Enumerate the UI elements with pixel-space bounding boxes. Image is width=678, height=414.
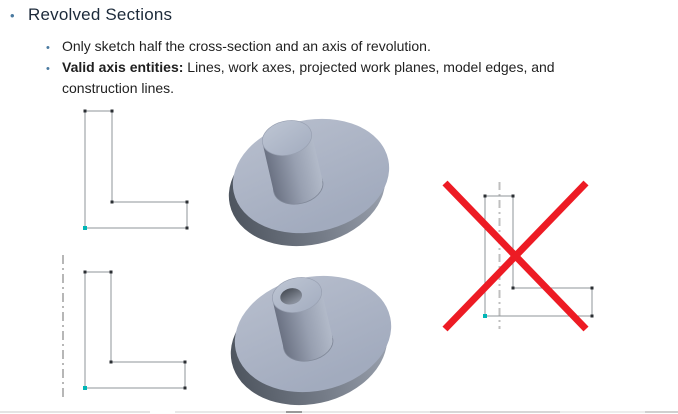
vertex-dot: [183, 386, 187, 390]
title-bullet-icon: •: [10, 8, 15, 23]
bullet-icon: •: [46, 63, 50, 75]
vertex-dots: [483, 194, 594, 318]
boss-hole: [280, 288, 303, 305]
start-point-dot: [83, 226, 87, 230]
bullet-text-bold: Valid axis entities:: [62, 59, 184, 75]
vertex-dot: [83, 270, 87, 274]
slide-bottom-edge: [645, 411, 678, 413]
vertex-dot: [83, 109, 87, 113]
slide-title-row: • Revolved Sections: [10, 5, 172, 25]
vertex-dots: [83, 270, 187, 390]
vertex-dot: [185, 226, 189, 230]
cylinder-boss: [261, 120, 324, 205]
slide-bottom-edge: [175, 411, 286, 413]
slide-bottom-edge: [286, 411, 302, 413]
half-section-sketch: [83, 109, 189, 230]
vertex-dot: [110, 200, 114, 204]
vertex-dot: [109, 270, 113, 274]
bullet-item-1: • Only sketch half the cross-section and…: [46, 37, 658, 58]
bullet-text-rest: Lines, work axes, projected work planes,…: [183, 59, 555, 75]
bullet-item-2: • Valid axis entities: Lines, work axes,…: [46, 58, 658, 79]
red-x-icon: [442, 180, 589, 332]
slide-bottom-edge: [0, 411, 150, 413]
vertex-dot: [483, 194, 487, 198]
vertex-dot: [511, 194, 515, 198]
red-x-stroke: [442, 180, 589, 332]
boss-top-face: [261, 120, 313, 156]
slide-bottom-edge: [302, 411, 430, 413]
bullet-text: Valid axis entities: Lines, work axes, p…: [62, 58, 555, 77]
revolved-model-solid: [228, 118, 390, 247]
vertex-dot: [185, 200, 189, 204]
slide-bottom-edge: [430, 411, 560, 413]
cylinder-boss: [271, 277, 334, 362]
vertex-dot: [183, 360, 187, 364]
invalid-axis-figure: [442, 180, 594, 332]
profile-outline: [84, 271, 186, 389]
start-point-dot: [483, 314, 487, 318]
revolved-model-hollow: [230, 275, 392, 406]
start-point-dot: [83, 386, 87, 390]
bullet-list: • Only sketch half the cross-section and…: [46, 37, 658, 98]
vertex-dot: [511, 286, 515, 290]
vertex-dot: [109, 360, 113, 364]
half-section-sketch-with-axis: [62, 255, 187, 400]
profile-outline: [484, 195, 593, 317]
profile-outline: [84, 110, 188, 229]
bullet-text-wrap-line: construction lines.: [62, 80, 175, 96]
bullet-icon: •: [46, 42, 50, 54]
vertex-dot: [110, 109, 114, 113]
page-title: Revolved Sections: [28, 5, 173, 24]
slide-bottom-edge: [560, 411, 645, 413]
vertex-dots: [83, 109, 189, 230]
vertex-dot: [590, 314, 594, 318]
vertex-dot: [590, 286, 594, 290]
bullet-text: Only sketch half the cross-section and a…: [62, 38, 431, 54]
